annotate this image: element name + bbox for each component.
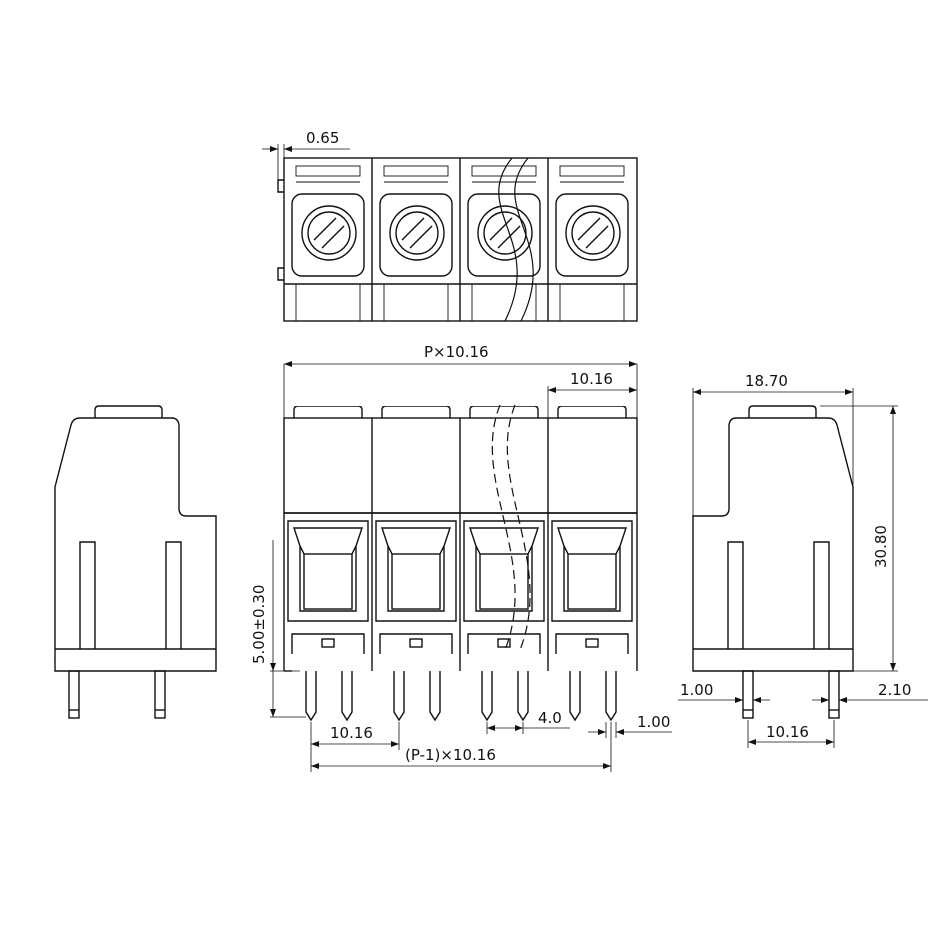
dim-pin-height: 5.00±0.30: [250, 585, 268, 664]
screw-icon: [477, 205, 533, 261]
screw-icon: [389, 205, 445, 261]
dim-side-pin-offset: 2.10: [878, 681, 911, 699]
dim-pin-width-front: 1.00: [637, 713, 670, 731]
dim-pitch-bottom: 10.16: [330, 724, 373, 742]
screw-icon: [565, 205, 621, 261]
screw-icon: [301, 205, 357, 261]
dim-pin-offset: 4.0: [538, 709, 562, 727]
dim-side-width: 18.70: [745, 372, 788, 390]
dim-pitch-top: 10.16: [570, 370, 613, 388]
front-view: P×10.16 10.16 5.00±0.30 10.16 (P-1)×10.1…: [250, 343, 672, 772]
top-view: 0.65: [262, 129, 638, 322]
dim-side-height: 30.80: [872, 525, 890, 568]
dim-pin-span: (P-1)×10.16: [405, 746, 496, 764]
dim-side-pitch: 10.16: [766, 723, 809, 741]
dim-top-offset: 0.65: [306, 129, 339, 147]
right-side-view: 18.70 30.80 1.00 2.10 10.16: [678, 372, 928, 748]
dim-overall-width: P×10.16: [424, 343, 489, 361]
left-side-view: [54, 405, 217, 719]
dim-side-pin-width: 1.00: [680, 681, 713, 699]
